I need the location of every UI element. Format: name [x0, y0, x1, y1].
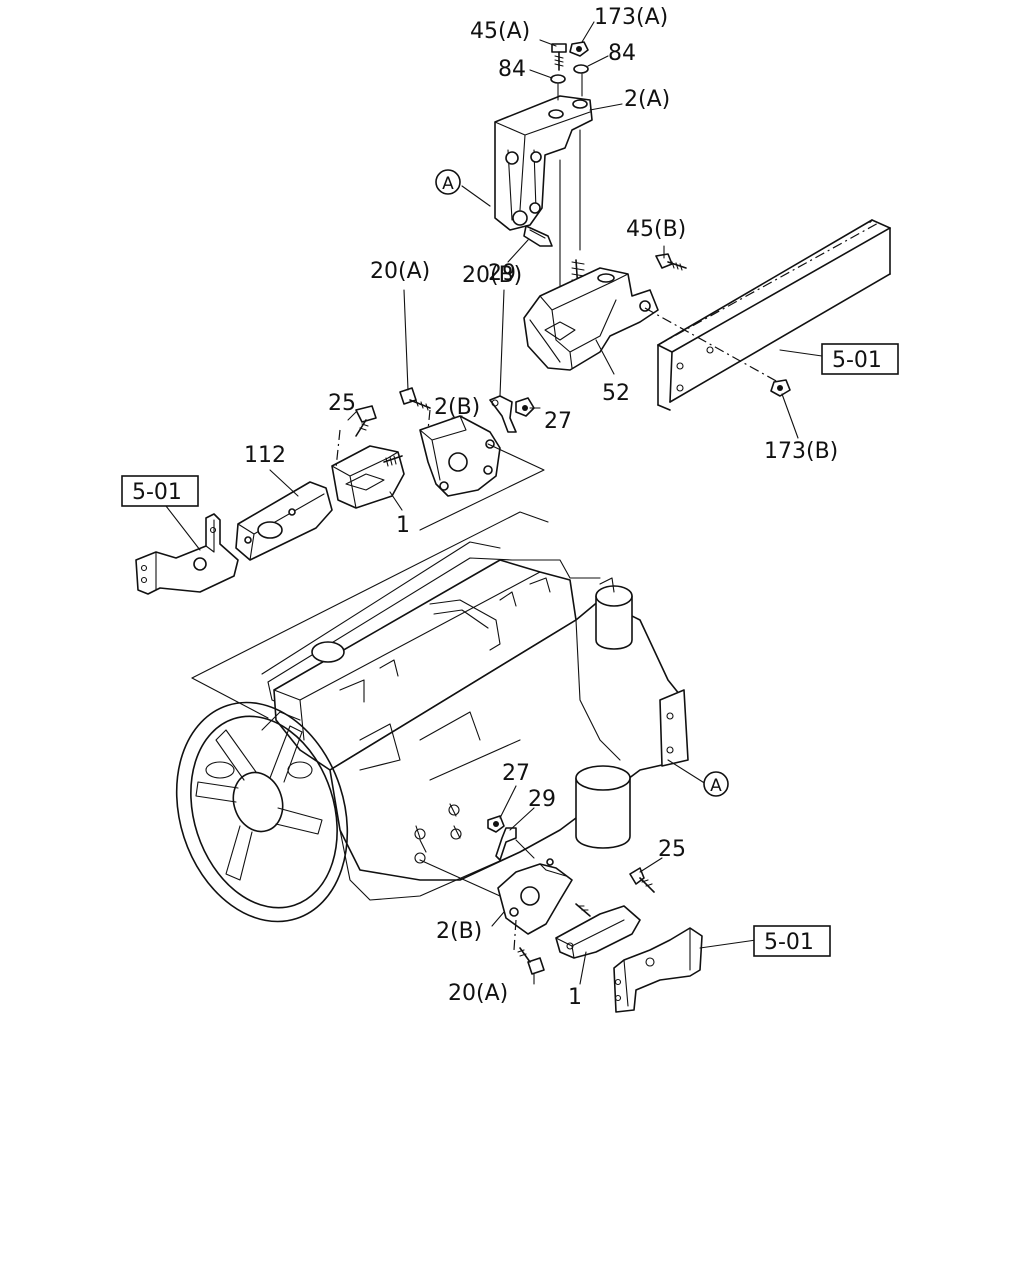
label-20a-top: 20(A)	[370, 259, 430, 284]
mount-52	[523, 259, 659, 371]
label-173b: 173(B)	[764, 439, 838, 464]
label-52: 52	[602, 381, 630, 406]
frame-bracket-bottom	[613, 927, 703, 1013]
callout-a-top-circle	[435, 169, 461, 195]
frame-rail	[657, 219, 891, 411]
bolt-20a-top	[399, 387, 431, 411]
bolt-20b	[523, 225, 553, 247]
bracket-2b-bottom	[497, 858, 573, 935]
label-27-top: 27	[544, 409, 572, 434]
callout-a-engine-circle	[703, 771, 729, 797]
ref-box-frame	[821, 343, 899, 375]
callout-a-top: A	[442, 174, 454, 194]
label-84-right: 84	[608, 41, 636, 66]
label-2b-top: 2(B)	[434, 395, 480, 420]
bolt-25-bottom	[629, 867, 655, 893]
label-25-top: 25	[328, 391, 356, 416]
label-1-top: 1	[396, 513, 410, 538]
label-29-top: 29	[488, 261, 516, 286]
bolt-45a	[551, 43, 567, 71]
label-84-left: 84	[498, 57, 526, 82]
insulator-1-top	[331, 445, 405, 509]
bolt-45b	[655, 253, 687, 271]
nut-27-bottom	[487, 815, 505, 833]
bracket-112	[235, 481, 333, 561]
callout-a-engine: A	[710, 776, 722, 796]
label-20a-bottom: 20(A)	[448, 981, 508, 1006]
nut-173a	[569, 41, 589, 57]
label-5-01-bottom: 5-01	[764, 930, 814, 955]
ref-box-left	[121, 475, 199, 507]
nut-27-top	[515, 397, 535, 417]
label-173a: 173(A)	[594, 5, 668, 30]
label-1-bottom: 1	[568, 985, 582, 1010]
frame-bracket-left	[135, 513, 239, 595]
nut-173b	[770, 379, 791, 397]
label-2b-bottom: 2(B)	[436, 919, 482, 944]
label-25-bottom: 25	[658, 837, 686, 862]
engine-assembly	[175, 511, 689, 923]
label-45b: 45(B)	[626, 217, 686, 242]
label-29-bottom: 29	[528, 787, 556, 812]
label-5-01-left: 5-01	[132, 480, 182, 505]
label-2a: 2(A)	[624, 87, 670, 112]
ref-box-bottom	[753, 925, 831, 957]
label-5-01-frame: 5-01	[832, 348, 882, 373]
bracket-2b-top	[419, 415, 501, 497]
insulator-1-bottom	[555, 903, 641, 959]
label-45a: 45(A)	[470, 19, 530, 44]
bolt-25-top	[355, 405, 377, 437]
clip-29-bottom	[495, 827, 517, 861]
label-112: 112	[244, 443, 286, 468]
bracket-2a	[494, 95, 593, 231]
label-27-bottom: 27	[502, 761, 530, 786]
leader-lines	[165, 21, 823, 985]
bolt-20a-bottom	[517, 947, 545, 975]
washer-84-right	[573, 64, 589, 74]
label-20b: 20(B)	[462, 263, 522, 288]
washer-84-left	[550, 74, 566, 84]
clip-29-top	[489, 395, 517, 433]
